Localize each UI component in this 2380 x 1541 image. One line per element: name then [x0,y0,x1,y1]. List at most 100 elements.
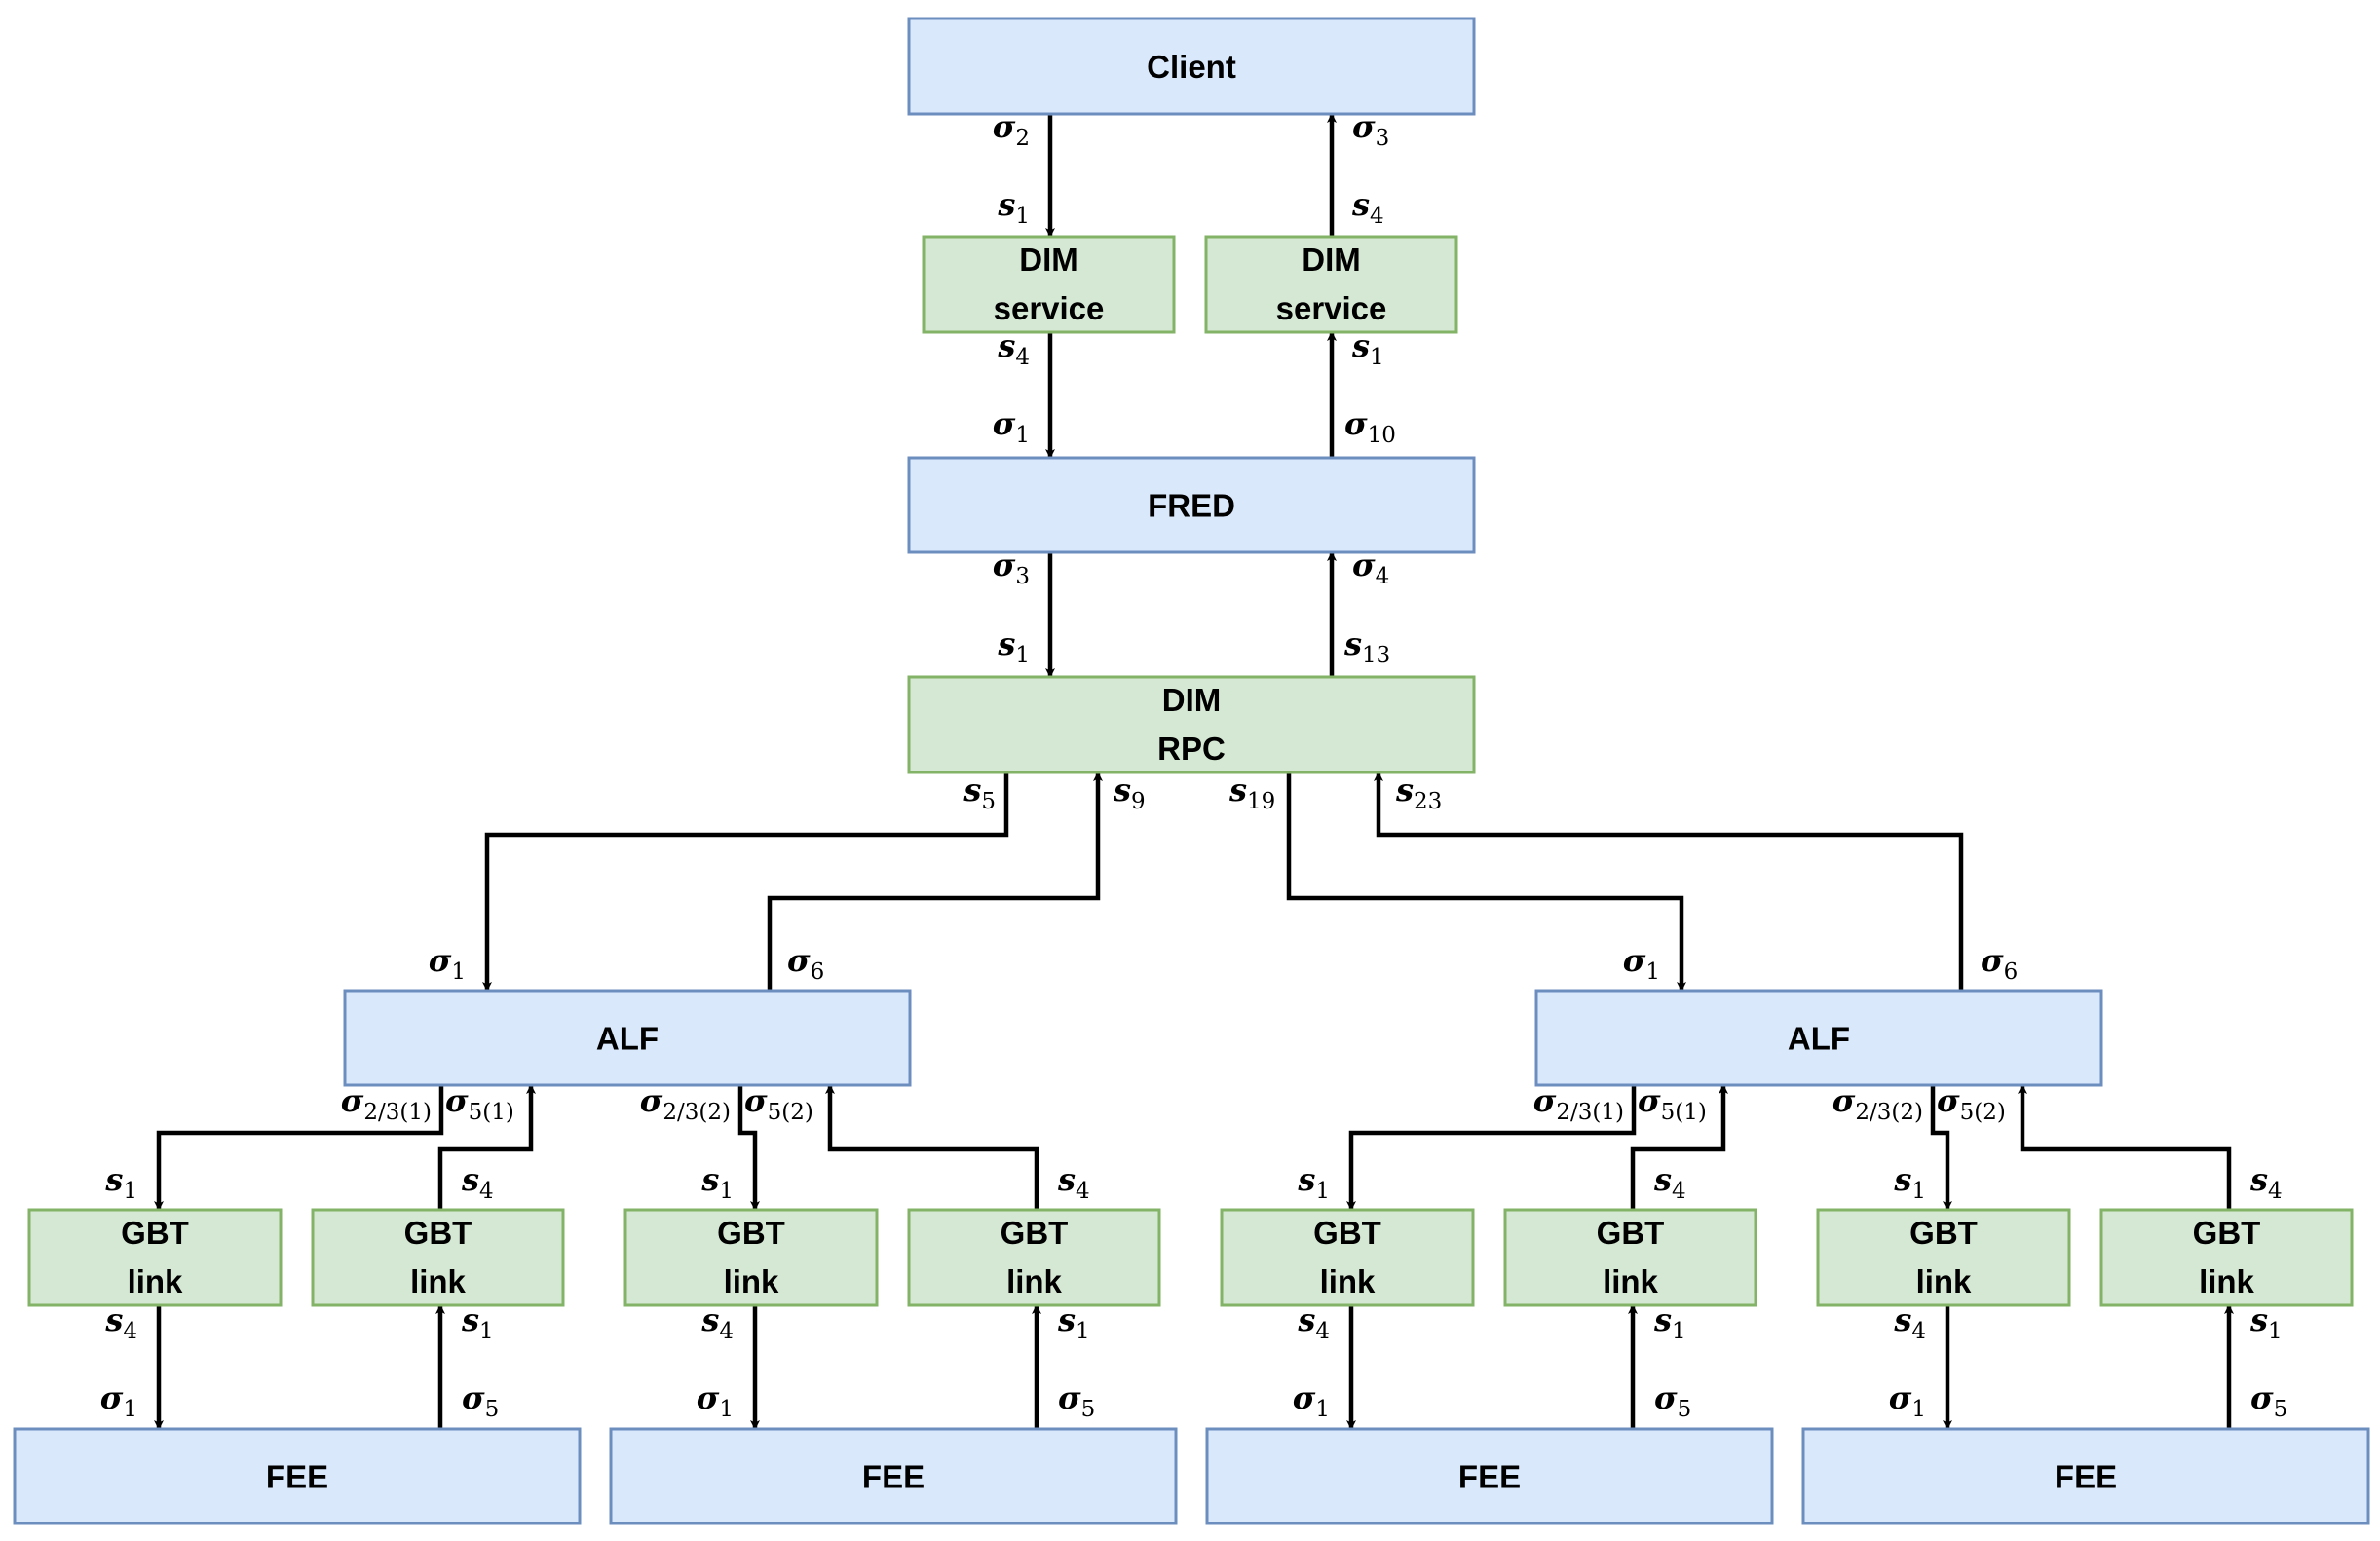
fee-node-1-rect [13,1427,582,1525]
edge-alf-right-to-gbt-5 [1346,1085,1637,1211]
fee-node-2-rect [609,1427,1178,1525]
label-dim-right-s4: s4 [1351,186,1384,229]
label-alf-left-sigma1: σ1 [429,942,466,985]
label-dim-left-s1-subscript: 1 [1015,204,1030,229]
dim-rpc-node-rect [907,675,1476,774]
label-g1-alf-in-base: σ [445,1082,469,1119]
label-rpc-s9-subscript: 9 [1131,789,1146,814]
label-rpc-s1-base: s [997,625,1015,662]
gbt-link-node-6-label-line-1: GBT [1597,1215,1665,1251]
label-g3-fee-sigma1-base: σ [1293,1379,1316,1416]
gbt-link-node-6-label-line-2: link [1603,1263,1658,1299]
label-alf-left-sigma1-base: σ [429,942,452,979]
label-g2-alf-out: σ2/3(2) [640,1082,731,1125]
label-g2-fee-sigma1-subscript: 1 [719,1397,734,1422]
label-g3-fee-s4: s4 [1297,1301,1330,1344]
label-g4-alf-out: σ2/3(2) [1832,1082,1923,1125]
gbt-link-node-8-rect [2099,1208,2354,1307]
label-g4-gbt-out-s4-base: s [2249,1161,2268,1198]
label-fred-sigma4: σ4 [1352,546,1389,589]
label-alf-right-sigma6: σ6 [1981,942,2018,985]
edge-alf-left-to-rpc [767,771,1103,991]
label-rpc-s5: s5 [963,771,996,814]
label-client-sigma3-subscript: 3 [1376,126,1390,151]
label-dim-left-s1-base: s [997,186,1015,223]
gbt-link-node-5-label-line-2: link [1320,1263,1376,1299]
label-g1-gbt-out-s4-subscript: 4 [479,1179,494,1204]
edge-alf-left-to-gbt-1 [154,1085,444,1211]
label-g1-fee-sigma5: σ5 [462,1379,499,1422]
label-g2-alf-out-subscript: 2/3(2) [662,1100,731,1125]
gbt-link-node-8-label-line-1: GBT [2193,1215,2261,1251]
label-alf-left-sigma6: σ6 [787,942,824,985]
fred-node-label: FRED [1148,488,1235,524]
label-g3-alf-out-base: σ [1533,1082,1557,1119]
label-rpc-s1: s1 [997,625,1030,668]
label-g1-alf-in: σ5(1) [445,1082,514,1125]
alf-right-node: ALF [1534,989,2103,1087]
label-g2-fee-sigma5-subscript: 5 [1081,1397,1096,1422]
label-g4-alf-out-base: σ [1832,1082,1856,1119]
fee-node-4-rect [1801,1427,2370,1525]
alf-right-node-label: ALF [1788,1021,1850,1057]
label-g2-gbt-in-s1: s1 [700,1161,734,1204]
label-g3-fee-sigma5-subscript: 5 [1678,1397,1692,1422]
label-g4-fee-s4: s4 [1893,1301,1926,1344]
label-g1-fee-sigma1-base: σ [100,1379,124,1416]
label-g4-fee-sigma1-subscript: 1 [1911,1397,1926,1422]
client-node: Client [907,17,1476,116]
label-fred-sigma4-base: σ [1352,546,1376,583]
alf-left-node: ALF [343,989,912,1087]
label-g2-fee-s4-subscript: 4 [719,1319,734,1344]
label-dim-right-s4-base: s [1351,186,1370,223]
gbt-link-node-4-label-line-2: link [1006,1263,1062,1299]
alf-left-node-rect [343,989,912,1087]
client-node-label: Client [1147,49,1236,85]
gbt-link-node-7-label-line-1: GBT [1909,1215,1978,1251]
label-g2-alf-out-base: σ [640,1082,663,1119]
label-g3-gbt-out-s4: s4 [1653,1161,1686,1204]
gbt-link-node-3-label-line-1: GBT [717,1215,785,1251]
edge-gbt-4-to-alf-left [825,1084,1039,1210]
label-client-sigma2: σ2 [993,108,1030,151]
label-g3-gbt-in-s1-base: s [1297,1161,1315,1198]
label-g1-gbt-out-s4: s4 [461,1161,494,1204]
label-g2-fee-sigma5-base: σ [1058,1379,1081,1416]
label-dim-left-s4: s4 [997,327,1030,370]
label-g4-gbt-out-s4-subscript: 4 [2268,1179,2283,1204]
label-g4-alf-out-subscript: 2/3(2) [1855,1100,1923,1125]
label-alf-left-sigma6-subscript: 6 [811,959,825,985]
gbt-link-node-1-label-line-1: GBT [121,1215,189,1251]
edge-alf-left-to-gbt-3 [737,1085,760,1211]
gbt-link-node-3-label-line-2: link [724,1263,779,1299]
fee-node-3: FEE [1205,1427,1774,1525]
label-g2-gbt-in-s1-base: s [700,1161,719,1198]
label-g4-fee-s1-subscript: 1 [2268,1319,2283,1344]
label-fred-sigma1-base: σ [993,405,1016,442]
label-g4-fee-s1-base: s [2249,1301,2268,1338]
fee-node-1: FEE [13,1427,582,1525]
label-g2-fee-s1: s1 [1057,1301,1090,1344]
label-rpc-s13: s13 [1343,625,1390,668]
label-g3-fee-s1: s1 [1653,1301,1686,1344]
label-dim-left-s4-subscript: 4 [1015,345,1030,370]
label-g2-fee-s4: s4 [700,1301,734,1344]
label-alf-right-sigma6-subscript: 6 [2004,959,2019,985]
gbt-link-node-3: GBT link [623,1208,879,1307]
label-g3-fee-sigma5-base: σ [1654,1379,1678,1416]
fred-node: FRED [907,456,1476,554]
label-fred-sigma1-subscript: 1 [1015,423,1030,448]
gbt-link-node-1-label-line-2: link [128,1263,183,1299]
label-alf-right-sigma6-base: σ [1981,942,2004,979]
label-fred-sigma10: σ10 [1344,405,1396,448]
gbt-link-node-8-label-line-2: link [2199,1263,2254,1299]
label-g4-alf-in-subscript: 5(2) [1960,1100,2006,1125]
fee-node-4: FEE [1801,1427,2370,1525]
label-g3-fee-sigma1: σ1 [1293,1379,1330,1422]
label-alf-right-sigma1-subscript: 1 [1645,959,1660,985]
label-g1-fee-sigma1: σ1 [100,1379,137,1422]
